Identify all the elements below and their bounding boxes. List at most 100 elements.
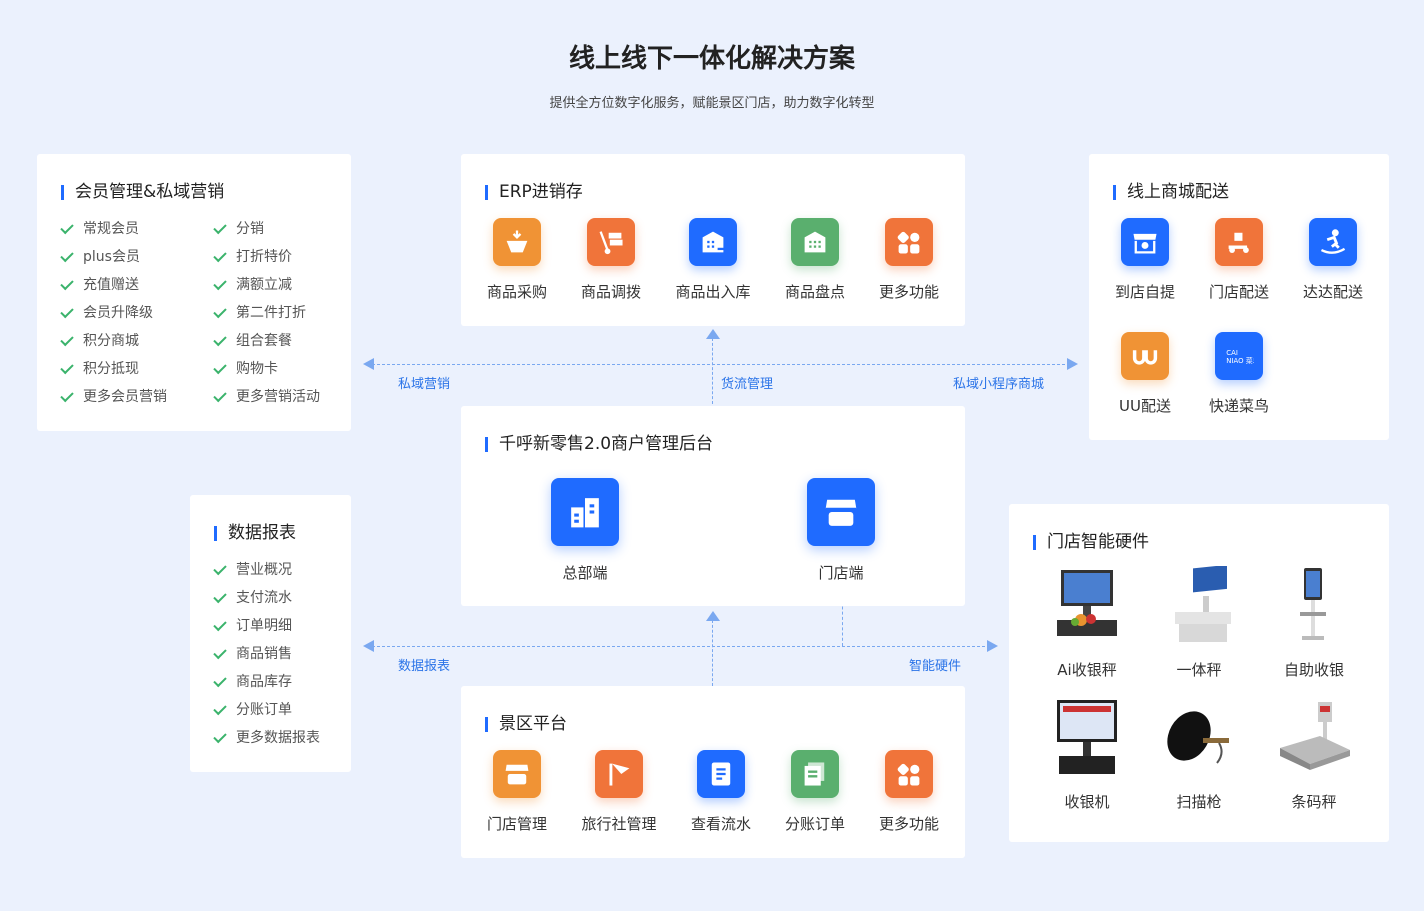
- erp-tile[interactable]: [587, 218, 635, 266]
- delivery-tile[interactable]: [1121, 332, 1169, 380]
- report-item[interactable]: 营业概况: [213, 561, 292, 579]
- erp-label[interactable]: 商品调拨: [580, 283, 641, 301]
- delivery-label[interactable]: 门店配送: [1208, 283, 1269, 301]
- feature-label: 充值赠送: [83, 277, 139, 293]
- core-label[interactable]: 总部端: [562, 564, 608, 582]
- hardware-label[interactable]: 一体秤: [1176, 661, 1222, 679]
- erp-tile[interactable]: [493, 218, 541, 266]
- report-label: 更多数据报表: [236, 730, 320, 746]
- card-title: 会员管理&私域营销: [61, 182, 224, 202]
- scenic-label[interactable]: 查看流水: [690, 815, 751, 833]
- core-tile[interactable]: [807, 478, 875, 546]
- delivery-label[interactable]: 快递菜鸟: [1208, 397, 1269, 415]
- hardware-card: 门店智能硬件 Ai收银秤 一体秤 自助收银收银机 扫描枪 条码秤: [1009, 504, 1389, 842]
- member-feature-item: 积分商城: [60, 332, 139, 350]
- hardware-label[interactable]: 收银机: [1064, 793, 1110, 811]
- card-title: 线上商城配送: [1113, 182, 1229, 202]
- scenic-label[interactable]: 旅行社管理: [581, 815, 657, 833]
- delivery-label[interactable]: 达达配送: [1302, 283, 1363, 301]
- check-icon: [213, 220, 227, 234]
- hardware-label[interactable]: Ai收银秤: [1057, 661, 1117, 679]
- check-icon: [213, 645, 227, 659]
- delivery-tile[interactable]: [1215, 218, 1263, 266]
- flow-label: 智能硬件: [909, 659, 962, 674]
- check-icon: [213, 589, 227, 603]
- hardware-label[interactable]: 条码秤: [1291, 793, 1337, 811]
- delivery-label[interactable]: 到店自提: [1114, 283, 1175, 301]
- erp-label[interactable]: 商品出入库: [675, 283, 751, 301]
- feature-label: 常规会员: [83, 221, 139, 237]
- data-reports-card: 数据报表 营业概况支付流水订单明细商品销售商品库存分账订单更多数据报表: [190, 495, 351, 772]
- report-item[interactable]: 支付流水: [213, 589, 292, 607]
- scenic-label[interactable]: 分账订单: [784, 815, 845, 833]
- arrow-right-icon: [1067, 358, 1078, 370]
- flow-label: 私域营销: [398, 377, 451, 392]
- check-icon: [213, 388, 227, 402]
- merchant-backend-card: 千呼新零售2.0商户管理后台 总部端 门店端: [461, 406, 965, 606]
- report-item[interactable]: 更多数据报表: [213, 729, 320, 747]
- self-checkout-icon[interactable]: [1274, 566, 1354, 646]
- check-icon: [60, 276, 74, 290]
- scenic-tile[interactable]: [885, 750, 933, 798]
- scenic-label[interactable]: 更多功能: [878, 815, 939, 833]
- report-item[interactable]: 商品销售: [213, 645, 292, 663]
- delivery-tile[interactable]: [1121, 218, 1169, 266]
- erp-tile[interactable]: [689, 218, 737, 266]
- arrow-up-icon: [706, 611, 720, 621]
- erp-tile[interactable]: [885, 218, 933, 266]
- svg-text:CAI: CAI: [1226, 349, 1238, 357]
- scenic-tile[interactable]: [697, 750, 745, 798]
- feature-label: 会员升降级: [83, 305, 153, 321]
- check-icon: [213, 561, 227, 575]
- check-icon: [60, 220, 74, 234]
- card-title: 门店智能硬件: [1033, 532, 1149, 552]
- report-item[interactable]: 订单明细: [213, 617, 292, 635]
- report-item[interactable]: 商品库存: [213, 673, 292, 691]
- flow-label: 私域小程序商城: [953, 377, 1045, 392]
- card-title: 数据报表: [214, 523, 296, 543]
- member-feature-item: 积分抵现: [60, 360, 139, 378]
- connector-line: [842, 596, 843, 646]
- report-label: 营业概况: [236, 562, 292, 578]
- flow-label: 数据报表: [398, 659, 451, 674]
- scenic-label[interactable]: 门店管理: [486, 815, 547, 833]
- barcode-scale-icon[interactable]: [1274, 698, 1354, 778]
- check-icon: [60, 248, 74, 262]
- card-title: 千呼新零售2.0商户管理后台: [485, 434, 713, 454]
- basket-icon: [506, 230, 528, 253]
- core-label[interactable]: 门店端: [818, 564, 864, 582]
- member-feature-item: 分销: [213, 220, 264, 238]
- erp-label[interactable]: 商品采购: [486, 283, 547, 301]
- hardware-label[interactable]: 扫描枪: [1176, 793, 1222, 811]
- member-feature-item: 购物卡: [213, 360, 278, 378]
- member-feature-item: 充值赠送: [60, 276, 139, 294]
- member-feature-item: 更多会员营销: [60, 388, 167, 406]
- scenic-tile[interactable]: [493, 750, 541, 798]
- erp-card: ERP进销存 商品采购 商品调拨 商品出入库 商品盘点 更多功能: [461, 154, 965, 326]
- feature-label: 更多会员营销: [83, 389, 167, 405]
- erp-label[interactable]: 商品盘点: [784, 283, 845, 301]
- core-tile[interactable]: [551, 478, 619, 546]
- scenic-tile[interactable]: [791, 750, 839, 798]
- scenic-tile[interactable]: [595, 750, 643, 798]
- integrated-scale-icon[interactable]: [1159, 566, 1239, 646]
- store-pin-icon: [1133, 233, 1157, 254]
- erp-tile[interactable]: [791, 218, 839, 266]
- hardware-label[interactable]: 自助收银: [1283, 661, 1344, 679]
- feature-label: 购物卡: [236, 361, 278, 377]
- barcode-scanner-icon[interactable]: [1159, 698, 1239, 778]
- grid-icon: [897, 231, 920, 254]
- orders-icon: [804, 762, 825, 786]
- delivery-tile[interactable]: [1309, 218, 1357, 266]
- delivery-label[interactable]: UU配送: [1119, 397, 1171, 415]
- card-title: ERP进销存: [485, 182, 583, 202]
- pos-terminal-icon[interactable]: [1047, 698, 1127, 778]
- arrow-left-icon: [363, 358, 374, 370]
- report-item[interactable]: 分账订单: [213, 701, 292, 719]
- member-feature-item: plus会员: [60, 248, 140, 266]
- feature-label: 满额立减: [236, 277, 292, 293]
- ai-scale-icon[interactable]: [1047, 566, 1127, 646]
- erp-label[interactable]: 更多功能: [878, 283, 939, 301]
